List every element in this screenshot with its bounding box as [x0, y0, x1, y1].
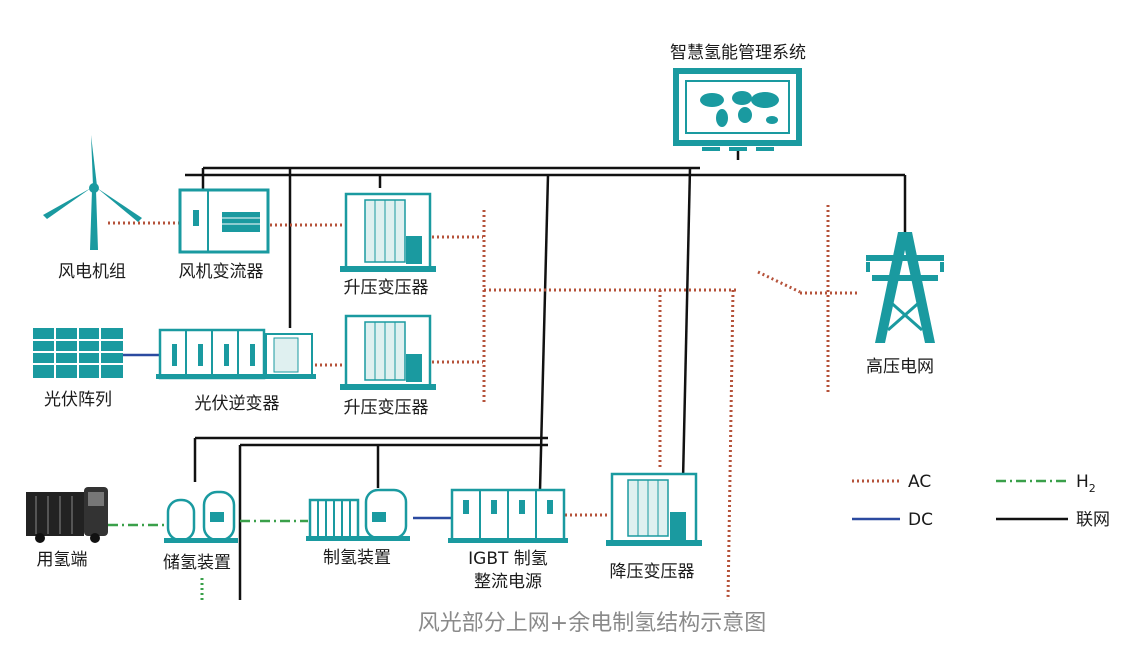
hydrogen-storage-label: 储氢装置	[163, 553, 231, 573]
igbt-rectifier-icon	[448, 488, 568, 543]
management-system-monitor: 智慧氢能管理系统	[670, 43, 806, 151]
legend: AC H2 DC 联网	[852, 472, 1110, 530]
step-up-transformer-1-label: 升压变压器	[344, 278, 429, 298]
hydrogen-user-label: 用氢端	[37, 550, 88, 570]
h2-lines	[108, 519, 308, 600]
rectifier-label-line1: IGBT 制氢	[468, 549, 548, 569]
wind-turbine-label: 风电机组	[58, 262, 126, 282]
network-lines	[185, 148, 907, 600]
pv-array-label: 光伏阵列	[44, 390, 112, 410]
electrolyzer-icon	[306, 488, 410, 541]
pv-array-icon	[33, 328, 123, 378]
wind-turbine-icon	[43, 135, 142, 250]
wind-converter-icon	[178, 188, 270, 254]
rectifier-label-line2: 整流电源	[474, 572, 542, 592]
step-up-transformer-2-icon	[340, 314, 436, 390]
diagram-caption: 风光部分上网+余电制氢结构示意图	[418, 611, 766, 636]
transmission-tower-icon	[866, 232, 944, 343]
legend-dc-label: DC	[908, 510, 933, 530]
wind-converter-label: 风机变流器	[179, 262, 264, 282]
step-down-transformer-label: 降压变压器	[610, 562, 695, 582]
management-system-label: 智慧氢能管理系统	[670, 43, 806, 63]
pv-inverter-icon	[156, 328, 316, 380]
step-up-transformer-2-label: 升压变压器	[344, 398, 429, 418]
legend-h2-label: H2	[1076, 472, 1096, 495]
legend-ac-label: AC	[908, 472, 931, 492]
ac-lines	[108, 205, 858, 601]
dc-lines	[123, 353, 452, 520]
hydrogen-truck-icon	[26, 487, 108, 543]
world-map-icon	[700, 91, 779, 127]
hydrogen-storage-icon	[164, 490, 238, 543]
pv-inverter-label: 光伏逆变器	[195, 394, 280, 414]
electrolyzer-label: 制氢装置	[323, 548, 391, 568]
legend-network-label: 联网	[1076, 510, 1110, 530]
step-up-transformer-1-icon	[340, 192, 436, 272]
step-down-transformer-icon	[606, 472, 702, 546]
grid-label: 高压电网	[866, 357, 934, 377]
